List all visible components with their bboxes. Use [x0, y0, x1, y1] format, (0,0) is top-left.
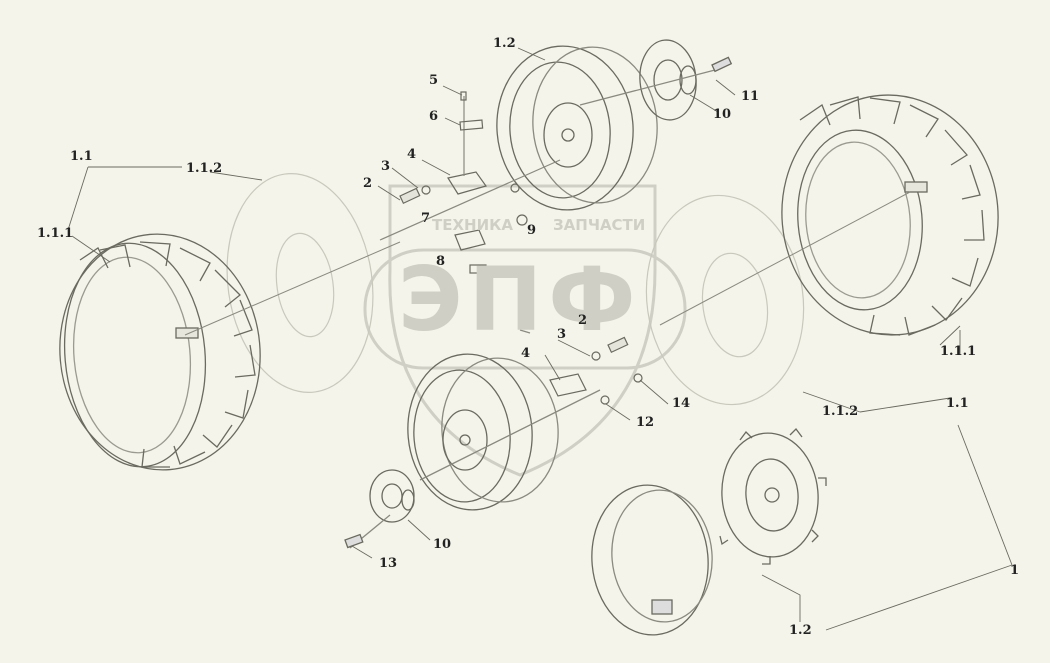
hardware-middle [519, 329, 643, 405]
label-9: 9 [527, 223, 537, 238]
label-4-top: 4 [407, 147, 417, 162]
hardware-top [379, 91, 561, 274]
leader-lines [67, 47, 1013, 631]
watermark-brand: ЭПФ [398, 248, 642, 351]
label-1-1-1-right: 1.1.1 [940, 344, 977, 359]
label-7: 7 [421, 211, 431, 226]
label-2-mid: 2 [578, 313, 588, 328]
label-13: 13 [379, 556, 398, 571]
hub-bottom [344, 389, 601, 549]
label-11: 11 [741, 89, 760, 104]
label-4-mid: 4 [521, 346, 531, 361]
watermark-shield [363, 184, 687, 477]
label-14: 14 [672, 396, 691, 411]
tire-right [781, 94, 999, 336]
rim-top [496, 45, 658, 211]
inner-tube-right [645, 194, 805, 406]
label-6: 6 [429, 109, 439, 124]
label-10-bottom: 10 [433, 537, 452, 552]
label-1-2-bottom: 1.2 [789, 623, 812, 638]
label-1-1-left: 1.1 [70, 149, 93, 164]
label-1-1-2-left: 1.1.2 [186, 161, 223, 176]
label-12: 12 [636, 415, 655, 430]
label-1-2-top: 1.2 [493, 36, 516, 51]
rim-middle [407, 353, 559, 511]
tire-left [59, 233, 261, 471]
label-10-top: 10 [713, 107, 732, 122]
axle-lines [184, 191, 911, 336]
label-2-top: 2 [363, 176, 373, 191]
label-1-1-right: 1.1 [946, 396, 969, 411]
label-1: 1 [1010, 563, 1020, 578]
hub-top [579, 39, 733, 121]
label-1-1-1-left: 1.1.1 [37, 226, 74, 241]
watermark-right-word: ЗАПЧАСТИ [553, 216, 646, 234]
label-5: 5 [429, 73, 439, 88]
label-1-1-2-right: 1.1.2 [822, 404, 859, 419]
label-3-mid: 3 [557, 327, 567, 342]
rim-bottom [591, 428, 827, 636]
inner-tube-left [226, 173, 374, 393]
label-3-top: 3 [381, 159, 391, 174]
watermark-left-word: ТЕХНИКА [432, 216, 514, 234]
label-8: 8 [436, 254, 446, 269]
